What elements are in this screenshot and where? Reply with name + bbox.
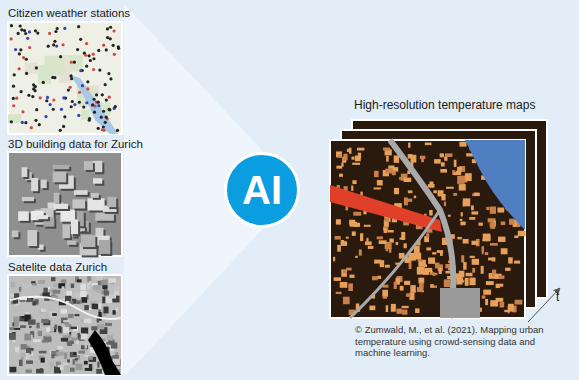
input-panel: 3D building data for Zurich bbox=[8, 137, 145, 256]
time-axis bbox=[528, 288, 560, 322]
input-panel: Citizen weather stations bbox=[8, 6, 133, 134]
temperature-maps bbox=[330, 120, 547, 318]
station-map bbox=[8, 22, 122, 134]
map-stack: High-resolution temperature maps bbox=[330, 98, 552, 318]
satellite-image bbox=[8, 275, 122, 375]
circle-label: AI bbox=[242, 168, 282, 212]
panel-heading: Citizen weather stations bbox=[8, 6, 133, 20]
panel-heading: Satelite data Zurich bbox=[8, 260, 122, 274]
ai-circle: AI bbox=[224, 152, 300, 228]
building-render bbox=[8, 152, 122, 257]
panel-heading: 3D building data for Zurich bbox=[8, 137, 145, 151]
axis-label: t bbox=[556, 290, 559, 304]
panel-heading: High-resolution temperature maps bbox=[330, 98, 552, 113]
input-panel: Satelite data Zurich bbox=[8, 260, 122, 375]
caption: © Zumwald, M., et al. (2021). Mapping ur… bbox=[355, 324, 570, 359]
